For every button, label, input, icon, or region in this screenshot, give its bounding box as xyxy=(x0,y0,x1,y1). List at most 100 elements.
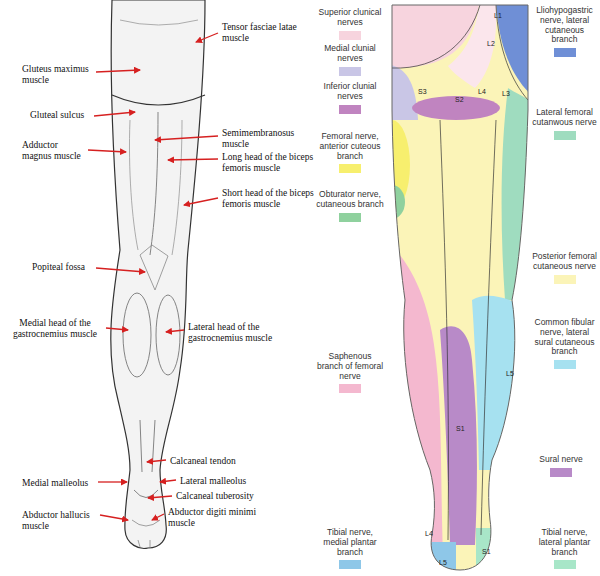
legend-swatch xyxy=(339,560,361,569)
heel xyxy=(134,490,158,498)
region-medial-clunial xyxy=(385,64,418,120)
legend-item: Common fibular nerve, lateral sural cuta… xyxy=(531,318,598,369)
region-top-pale xyxy=(448,0,496,88)
gastrocnemius-lateral xyxy=(156,295,180,375)
dermatome-label: L1 xyxy=(494,12,502,19)
legend-text: Posterior femoral cutaneous nerve xyxy=(531,252,598,272)
legend-text: Tibial nerve, medial plantar branch xyxy=(316,528,384,557)
leader-arrow xyxy=(96,268,145,272)
leader-arrow xyxy=(106,328,128,330)
leg-outline xyxy=(111,0,205,548)
part-label: Lateral head of the gastrocnemius muscle xyxy=(188,322,288,344)
leader-arrow xyxy=(160,480,176,482)
legend-item: Lateral femoral cutanwous nerve xyxy=(531,108,598,140)
region-sural xyxy=(440,326,477,545)
legend-text: Common fibular nerve, lateral sural cuta… xyxy=(531,318,598,357)
right-leg-outline xyxy=(392,5,528,570)
thigh-line xyxy=(150,112,158,255)
legend-text: Obturator nerve, cutaneous branch xyxy=(316,190,384,210)
legend-text: Lateral femoral cutanwous nerve xyxy=(531,108,598,128)
legend-item: Tibial nerve, medial plantar branch xyxy=(316,528,384,569)
legend-swatch xyxy=(554,360,576,369)
legend-swatch xyxy=(554,560,576,569)
leader-arrow xyxy=(168,159,218,160)
region-lateral-femoral xyxy=(502,88,535,300)
leader-arrow xyxy=(94,112,135,116)
region-medial-plantar xyxy=(420,542,456,576)
part-label: Gluteus maximus muscle xyxy=(22,64,94,86)
dermatome-label: L5 xyxy=(439,559,447,566)
legend-swatch xyxy=(554,275,576,284)
part-label: Tensor fasciae latae muscle xyxy=(222,22,302,44)
dermatome-label: S3 xyxy=(418,88,427,95)
part-label: Calcaneal tendon xyxy=(170,456,260,467)
part-label: Abductor hallucis muscle xyxy=(22,510,98,532)
legend-item: Lliohypogastric nerve, lateral cutaneous… xyxy=(531,6,598,57)
dermatome-label: L4 xyxy=(425,530,433,537)
part-label: Long head of the biceps femoris muscle xyxy=(222,152,314,174)
left-leg-drawing xyxy=(111,0,205,548)
legend-swatch xyxy=(554,131,576,140)
legend-swatch xyxy=(554,48,576,57)
legend-item: Saphenous branch of femoral nerve xyxy=(316,352,384,393)
legend-text: Lliohypogastric nerve, lateral cutaneous… xyxy=(531,6,598,45)
leader-arrow xyxy=(98,481,127,482)
legend-item: Inferior clunial nerves xyxy=(316,82,384,114)
gluteal-fold xyxy=(112,95,205,105)
part-label: Short head of the biceps femoris muscle xyxy=(222,188,314,210)
legend-item: Medial clunial nerves xyxy=(316,44,384,76)
leader-arrow xyxy=(96,70,140,72)
legend-text: Inferior clunial nerves xyxy=(316,82,384,102)
legend-swatch xyxy=(550,468,572,477)
dermatome-line xyxy=(392,5,528,540)
leader-arrow xyxy=(148,496,172,498)
leader-arrow xyxy=(88,150,126,152)
legend-text: Femoral nerve, anterior cuteous branch xyxy=(316,132,384,161)
buttock-shade xyxy=(120,20,198,25)
leader-arrow xyxy=(184,198,218,205)
gastrocnemius-medial xyxy=(123,293,151,377)
thigh-line xyxy=(172,120,182,255)
dermatome-label: S1 xyxy=(456,425,465,432)
thigh-line xyxy=(129,120,138,250)
part-label: Abductor digiti minimi muscle xyxy=(168,507,258,529)
legend-item: Superior clunical nerves xyxy=(316,8,384,40)
part-label: Semimembranosus muscle xyxy=(222,128,307,150)
region-inferior-clunial xyxy=(412,96,500,120)
dermatome-label: S1 xyxy=(482,548,491,555)
leader-arrow xyxy=(166,330,184,332)
region-iliohypogastric xyxy=(496,0,535,98)
legend-swatch xyxy=(339,105,361,114)
dermatome-label: L5 xyxy=(506,370,514,377)
legend-text: Medial clunial nerves xyxy=(316,44,384,64)
leader-arrow xyxy=(155,136,218,140)
legend-swatch xyxy=(339,384,361,393)
calcaneal-tendon xyxy=(140,420,155,472)
legend-swatch xyxy=(339,31,361,40)
leader-arrow xyxy=(100,515,128,520)
legend-text: Saphenous branch of femoral nerve xyxy=(316,352,384,381)
region-common-fibular xyxy=(472,296,535,470)
part-label: Calcaneal tuberosity xyxy=(176,491,276,502)
legend-item: Obturator nerve, cutaneous branch xyxy=(316,190,384,222)
part-label: Medial malleolus xyxy=(22,478,96,489)
dermatome-label: L4 xyxy=(478,88,486,95)
legend-swatch xyxy=(339,213,361,222)
leader-arrows xyxy=(88,33,218,520)
legend-swatch xyxy=(339,164,361,173)
part-label: Medial head of the gastrocnemius muscle xyxy=(6,318,104,340)
part-label: Popiteal fossa xyxy=(32,262,94,273)
leader-arrow xyxy=(196,33,218,42)
right-leg-dermatomes xyxy=(374,0,540,576)
leader-arrow xyxy=(147,460,166,462)
legend-swatch xyxy=(339,67,361,76)
leader-arrow xyxy=(152,514,164,520)
foot-lines xyxy=(132,520,160,548)
legend-item: Femoral nerve, anterior cuteous branch xyxy=(316,132,384,173)
dermatome-label: L3 xyxy=(502,90,510,97)
popliteal-fossa xyxy=(140,245,168,290)
legend-item: Sural nerve xyxy=(531,455,591,477)
part-label: Gluteal sulcus xyxy=(30,110,94,121)
